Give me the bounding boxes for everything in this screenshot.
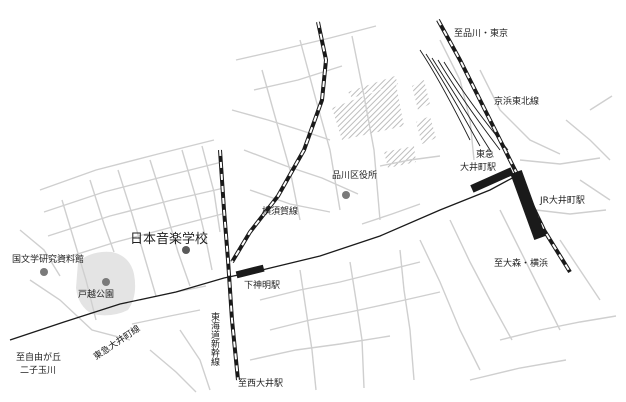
- keihin-tohoku-label: 京浜東北線: [494, 95, 539, 107]
- ward-office-marker[interactable]: [342, 191, 350, 199]
- jr-oimachi-label: JR大井町駅: [539, 194, 585, 206]
- school-marker[interactable]: [182, 246, 190, 254]
- shimoshinmei-label: 下神明駅: [244, 279, 280, 291]
- tokaido-shinkansen-label: 東海道新幹線: [209, 311, 220, 366]
- direction-nishioi: 至西大井駅: [238, 377, 283, 389]
- direction-shinagawa-tokyo: 至品川・東京: [454, 27, 508, 39]
- library-label: 国文学研究資料館: [12, 253, 84, 265]
- ward-office-blocks: [332, 76, 436, 168]
- jr-oimachi-station-mark[interactable]: [510, 170, 546, 240]
- direction-jiyugaoka-1: 至自由が丘: [16, 351, 61, 363]
- yokosuka-line: [230, 21, 329, 264]
- shimoshinmei-station-mark[interactable]: [235, 264, 265, 279]
- library-marker[interactable]: [40, 268, 48, 276]
- keihin-tohoku-line: [436, 19, 572, 274]
- road-network: [19, 25, 617, 393]
- direction-omori-yokohama: 至大森・横浜: [494, 257, 548, 269]
- ward-office-label: 品川区役所: [332, 169, 377, 181]
- tokyu-oimachi-line-label: 東急大井町線: [91, 322, 142, 362]
- tokyu-oimachi-label-2: 大井町駅: [460, 161, 496, 173]
- tokyu-oimachi-label-1: 東急: [476, 148, 494, 160]
- park-marker[interactable]: [102, 278, 110, 286]
- yokosuka-line-label: 横須賀線: [262, 205, 298, 217]
- park-label: 戸越公園: [78, 288, 114, 300]
- direction-jiyugaoka-2: 二子玉川: [20, 365, 56, 376]
- tokaido-shinkansen-line: [218, 149, 240, 381]
- rail-yard-strands: [419, 49, 509, 151]
- tokyu-oimachi-station-mark[interactable]: [470, 167, 514, 193]
- school-label: 日本音楽学校: [130, 231, 208, 247]
